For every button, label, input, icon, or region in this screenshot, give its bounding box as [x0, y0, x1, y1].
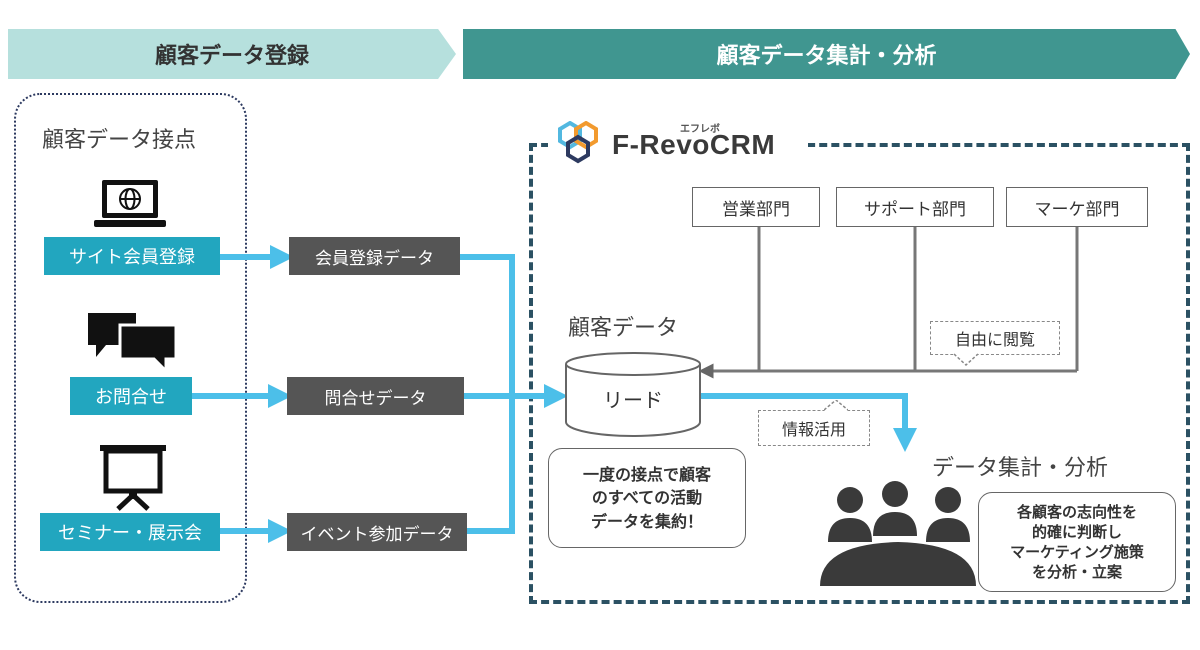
- customer-data-title: 顧客データ: [568, 316, 679, 341]
- aggregate-note: 一度の接点で顧客 のすべての活動 データを集約！: [548, 448, 746, 548]
- touchpoint-site-registration: サイト会員登録: [44, 237, 220, 275]
- touchpoint-inquiry: お問合せ: [70, 377, 192, 415]
- crm-logo-ruby: エフレボ: [680, 124, 720, 135]
- free-view-tag-pointer: [954, 353, 978, 367]
- chat-bubbles-icon: [88, 313, 178, 373]
- crm-logo-text: F-RevoCRM: [612, 129, 776, 160]
- department-sales: 営業部門: [692, 187, 820, 227]
- crm-logo-icon: [558, 121, 598, 164]
- info-use-tag-pointer: [824, 400, 848, 411]
- data-label-inquiry: 問合せデータ: [287, 377, 464, 415]
- lead-database-icon: [565, 352, 701, 437]
- data-label-membership: 会員登録データ: [289, 237, 460, 275]
- touchpoint-panel: [14, 93, 247, 603]
- lead-label: リード: [603, 388, 663, 412]
- analysis-note: 各顧客の志向性を 的確に判断し マーケティング施策 を分析・立案: [978, 492, 1176, 592]
- header-analysis-label: 顧客データ集計・分析: [716, 44, 937, 69]
- arrow-lead-to-analysis: [700, 393, 917, 452]
- department-marketing: マーケ部門: [1006, 187, 1148, 227]
- presentation-board-icon: [100, 445, 166, 511]
- header-registration-label: 顧客データ登録: [154, 44, 309, 69]
- touchpoint-seminar: セミナー・展示会: [40, 513, 220, 551]
- free-view-tag: 自由に閲覧: [930, 321, 1060, 355]
- header-data-analysis: 顧客データ集計・分析: [463, 29, 1190, 79]
- department-support: サポート部門: [836, 187, 994, 227]
- header-data-registration: 顧客データ登録: [8, 29, 456, 79]
- info-use-tag: 情報活用: [758, 410, 870, 446]
- analysis-title: データ集計・分析: [932, 456, 1109, 481]
- laptop-globe-icon: [94, 180, 166, 227]
- meeting-people-icon: [820, 481, 976, 586]
- touchpoint-title: 顧客データ接点: [42, 128, 197, 153]
- crm-frame: [529, 143, 1190, 604]
- data-label-event: イベント参加データ: [287, 513, 467, 551]
